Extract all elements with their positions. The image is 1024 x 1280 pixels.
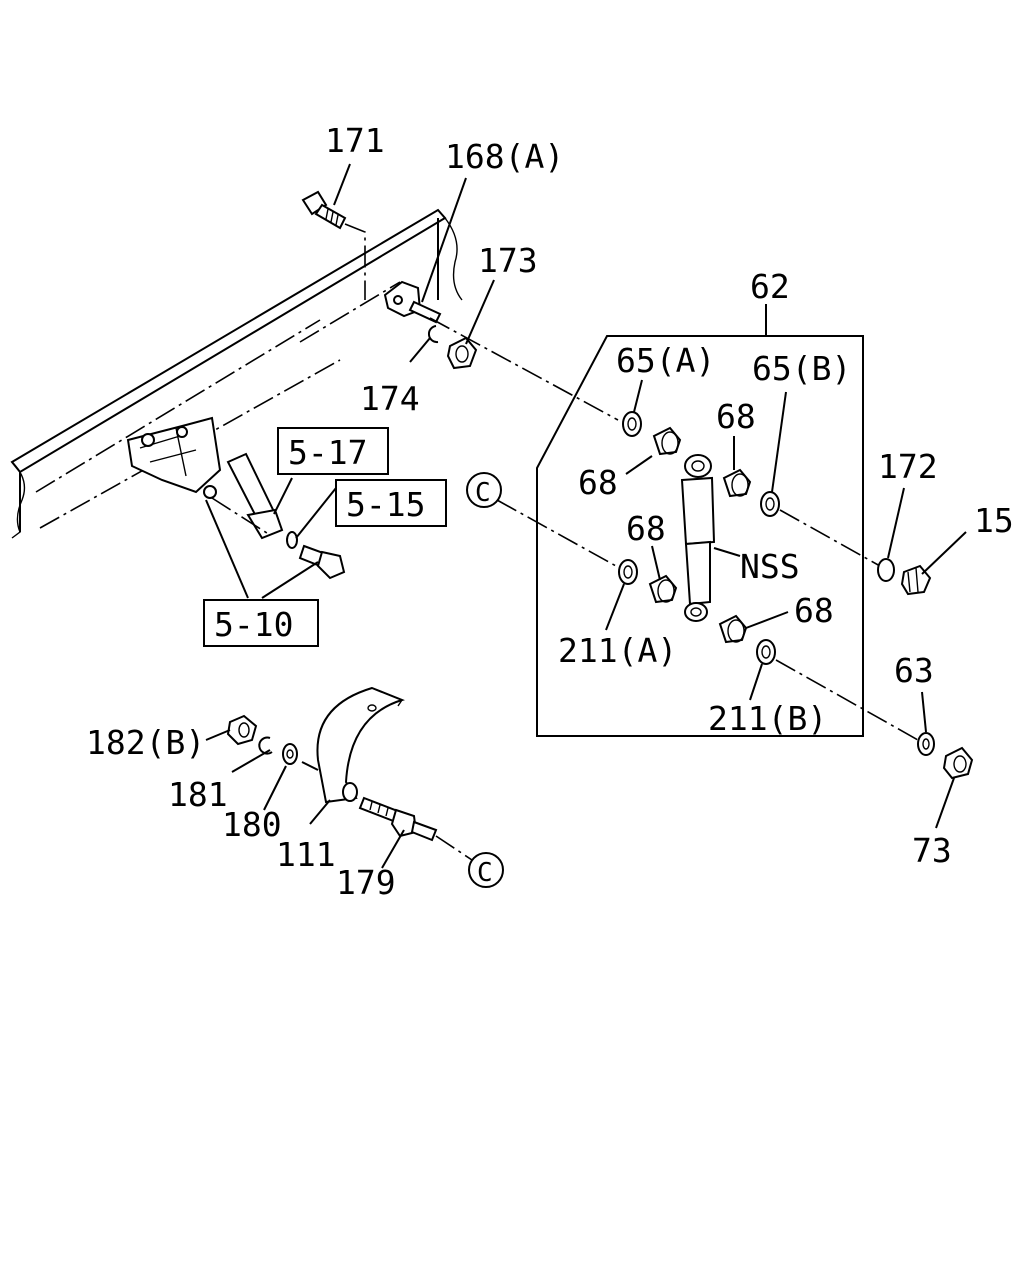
shock-bracket-168a	[383, 280, 442, 324]
label-211a: 211(A)	[558, 631, 677, 670]
lower-bracket-assembly	[126, 416, 284, 540]
shock-absorber	[680, 454, 716, 622]
washer-65a	[622, 411, 642, 437]
label-181: 181	[168, 775, 228, 814]
label-171: 171	[325, 121, 385, 160]
ref-5-15-text: 5-15	[346, 485, 425, 524]
label-111: 111	[276, 835, 336, 874]
label-168a: 168(A)	[445, 137, 564, 176]
washer-5-15	[286, 531, 298, 549]
label-62: 62	[750, 267, 790, 306]
washer-211b	[756, 639, 776, 665]
label-211b: 211(B)	[708, 699, 827, 738]
washer-211a	[618, 559, 638, 585]
bushing-68-lower-right	[718, 614, 748, 644]
lock-washer-181	[258, 736, 273, 755]
label-15: 15	[974, 501, 1014, 540]
label-63: 63	[894, 651, 934, 690]
connection-circle-c-lower: C	[468, 852, 504, 888]
label-68-4: 68	[794, 591, 834, 630]
clip-174	[427, 325, 439, 344]
axis-line-c-lower	[435, 835, 473, 861]
bushing-68-upper-right	[722, 468, 752, 498]
bushing-68-upper-left	[652, 426, 682, 456]
washer-63	[917, 732, 935, 756]
axis-line-lower-right	[775, 659, 919, 741]
label-65a: 65(A)	[616, 341, 715, 380]
label-174: 174	[360, 379, 420, 418]
washer-65b	[760, 491, 780, 517]
nut-73	[942, 746, 974, 780]
label-182b: 182(B)	[86, 723, 205, 762]
axis-line-upper-right	[779, 509, 881, 567]
label-180: 180	[222, 805, 282, 844]
label-68-2: 68	[578, 463, 618, 502]
label-68-1: 68	[716, 397, 756, 436]
label-68-3: 68	[626, 509, 666, 548]
leader-lines	[205, 163, 967, 869]
nut-182b	[226, 714, 258, 746]
shock-assembly-boundary	[536, 335, 864, 737]
ref-box-5-15[interactable]: 5-15	[335, 479, 447, 527]
label-179: 179	[336, 863, 396, 902]
label-172: 172	[878, 447, 938, 486]
label-65b: 65(B)	[752, 349, 851, 388]
ref-5-17-text: 5-17	[288, 433, 367, 472]
nut-173	[446, 336, 478, 370]
circle-c-lower-text: C	[477, 858, 493, 888]
label-nss: NSS	[740, 547, 800, 586]
bracket-111	[316, 686, 405, 804]
connection-circle-c-upper: C	[466, 472, 502, 508]
ref-box-5-10[interactable]: 5-10	[203, 599, 319, 647]
bushing-68-lower-left	[648, 574, 678, 604]
pin-179	[358, 796, 438, 842]
axis-line-c-upper	[496, 499, 617, 567]
label-173: 173	[478, 241, 538, 280]
bolt-5-10	[298, 544, 346, 580]
ref-box-5-17[interactable]: 5-17	[277, 427, 389, 475]
ref-5-10-text: 5-10	[214, 605, 293, 644]
circle-c-upper-text: C	[475, 478, 491, 508]
axis-line-upper	[429, 317, 619, 421]
bolt-171	[301, 190, 366, 300]
washer-172	[877, 558, 895, 582]
label-73: 73	[912, 831, 952, 870]
washer-180	[282, 743, 298, 765]
